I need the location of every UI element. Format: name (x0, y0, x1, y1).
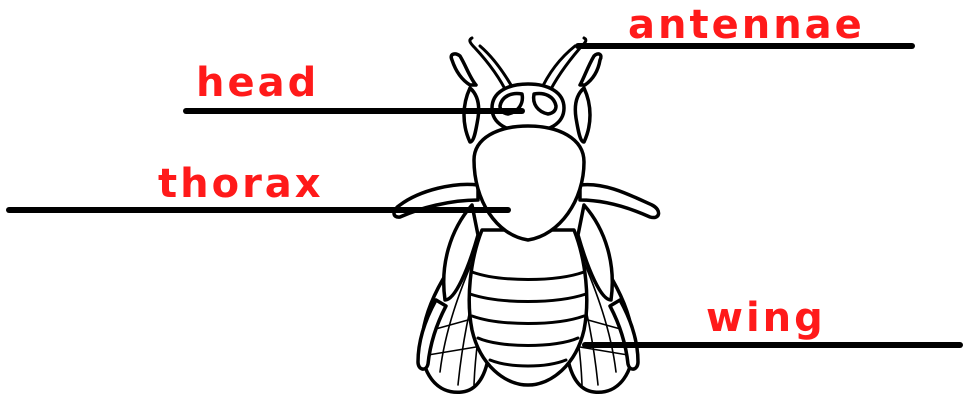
label-wing-text: wing (706, 295, 826, 341)
label-wing: wing (585, 295, 960, 345)
bee-thorax (474, 126, 584, 240)
bee-abdomen (469, 230, 587, 385)
label-head-text: head (196, 60, 319, 106)
label-antennae-text: antennae (628, 2, 865, 48)
bee-illustration (394, 38, 659, 392)
label-thorax-text: thorax (158, 161, 324, 207)
label-antennae: antennae (578, 2, 912, 48)
